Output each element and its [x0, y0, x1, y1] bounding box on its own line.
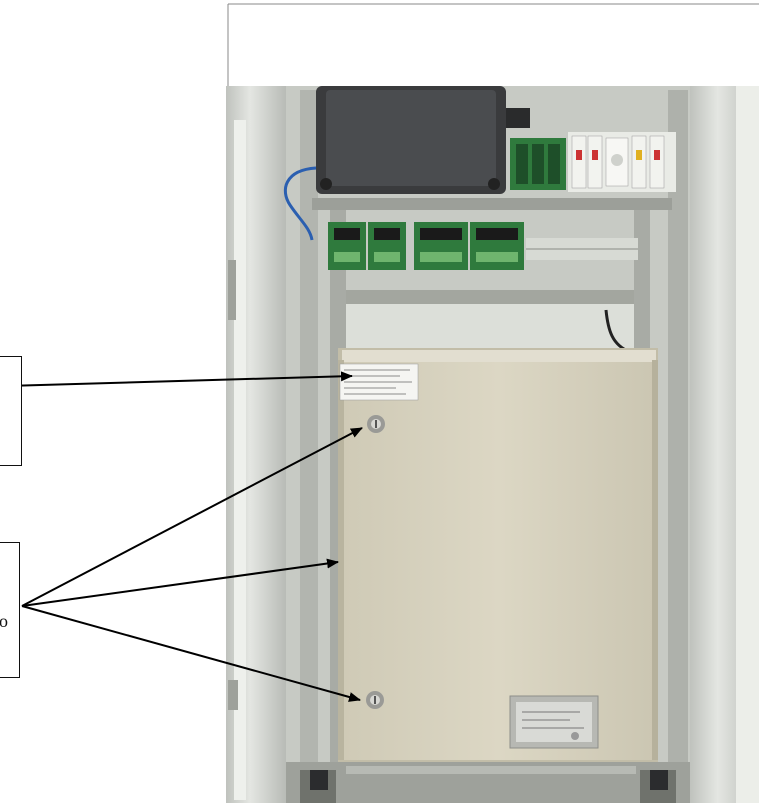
arrow-icon [5, 371, 353, 387]
lock-icon [366, 691, 384, 709]
arrow-icon [21, 558, 339, 607]
terminal-boards [328, 222, 524, 270]
vent-plate [509, 695, 599, 749]
lock-icon [367, 415, 385, 433]
junction-box [316, 86, 530, 194]
top-blank-area [226, 0, 759, 88]
cabinet-base [286, 762, 690, 803]
callout-arrows [5, 371, 363, 702]
circuit-breakers [568, 132, 676, 192]
upper-terminal-block [510, 138, 566, 190]
callout-box-bottom [0, 542, 20, 678]
inner-enclosure [338, 348, 658, 762]
callout-box-top [0, 356, 22, 466]
blue-cable [283, 166, 317, 241]
callout-partial-text: o [0, 611, 8, 631]
enclosure-door [342, 360, 656, 760]
arrow-icon [21, 427, 363, 607]
arrow-icon [21, 605, 361, 702]
